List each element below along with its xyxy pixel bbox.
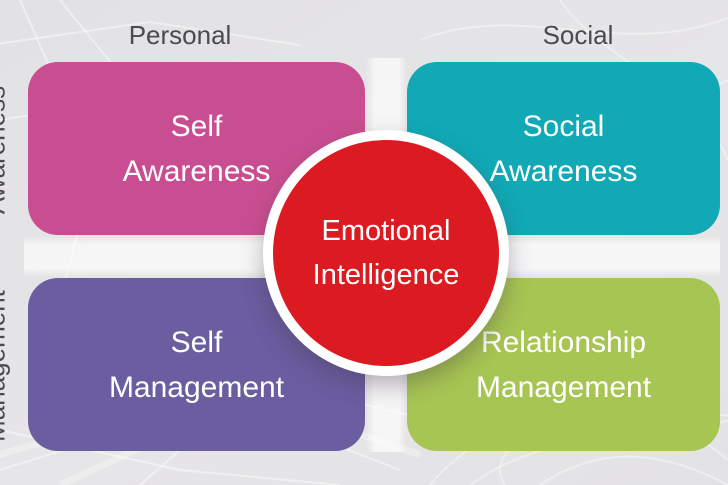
row-header-management: Management [0, 290, 11, 442]
quadrant-label-line: Management [475, 370, 652, 404]
quadrant-label-line: Relationship [480, 325, 647, 359]
quadrant-label-line: Self [170, 109, 223, 143]
column-header-personal: Personal [128, 20, 232, 50]
quadrant-label-line: Awareness [489, 154, 638, 188]
center-circle: Emotional Intelligence [273, 140, 499, 366]
row-header-awareness: Awareness [0, 85, 11, 215]
center-circle-label-line: Emotional [321, 215, 451, 247]
quadrant-label-line: Awareness [122, 154, 271, 188]
quadrant-label-line: Social [522, 109, 605, 143]
center-circle-ring: Emotional Intelligence [263, 130, 509, 376]
quadrant-label-line: Self [170, 325, 223, 359]
center-circle-label-line: Intelligence [312, 259, 460, 291]
quadrant-label-line: Management [108, 370, 285, 404]
quadrant-social-awareness: Social Awareness [407, 62, 720, 235]
column-header-social: Social [542, 20, 614, 50]
